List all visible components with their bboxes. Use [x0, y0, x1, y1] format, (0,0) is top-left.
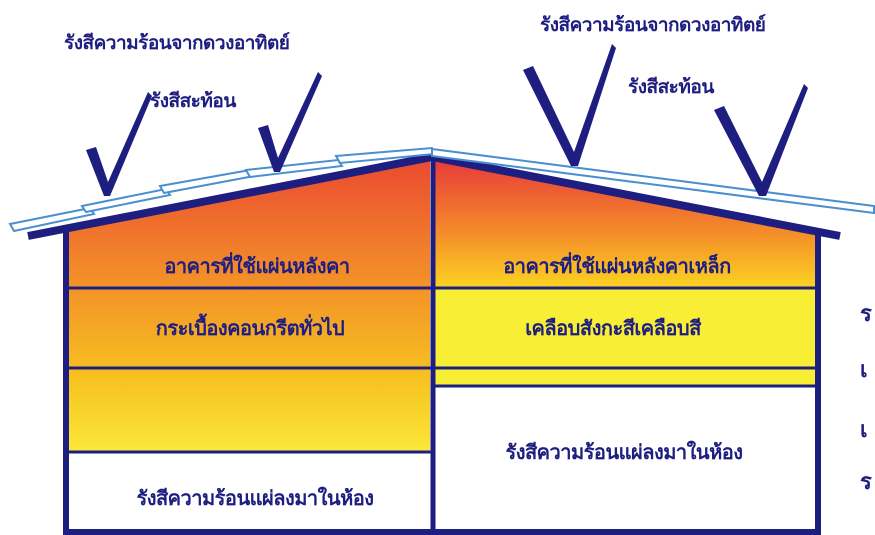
interior-lines — [66, 286, 818, 454]
left-building-subtitle: กระเบื้องคอนกรีตทั่วไป — [155, 316, 345, 340]
right-sun-radiation-label: รังสีความร้อนจากดวงอาทิตย์ — [540, 14, 766, 36]
left-building-title: อาคารที่ใช้แผ่นหลังคา — [164, 254, 350, 278]
left-sun-radiation-label: รังสีความร้อนจากดวงอาทิตย์ — [64, 32, 290, 54]
right-room-heat-label: รังสีความร้อนแผ่ลงมาในห้อง — [505, 440, 743, 464]
right-roof-sheet — [431, 147, 875, 215]
right-building-subtitle: เคลือบสังกะสีเคลือบสี — [525, 316, 701, 340]
left-reflected-label: รังสีสะท้อน — [150, 90, 236, 112]
side-text-fragment-4: ร — [860, 470, 872, 495]
side-text-fragment-3: เ — [860, 418, 868, 443]
left-room-heat-label: รังสีความร้อนแผ่ลงมาในห้อง — [136, 486, 374, 510]
side-text-fragment-1: ร — [860, 302, 872, 327]
right-room-area — [433, 386, 818, 532]
right-radiation-arrows — [523, 44, 808, 196]
left-room-area — [66, 452, 433, 532]
left-radiation-arrows — [86, 72, 322, 196]
side-text-fragment-2: เ — [860, 358, 868, 383]
right-reflected-label: รังสีสะท้อน — [628, 76, 714, 98]
right-coating-band — [433, 288, 818, 386]
right-heat-fill-top — [433, 160, 818, 288]
outer-walls — [63, 230, 821, 535]
left-heat-fill — [66, 160, 430, 452]
left-roof-tiles — [8, 146, 436, 233]
right-building-title: อาคารที่ใช้แผ่นหลังคาเหล็ก — [503, 254, 731, 278]
